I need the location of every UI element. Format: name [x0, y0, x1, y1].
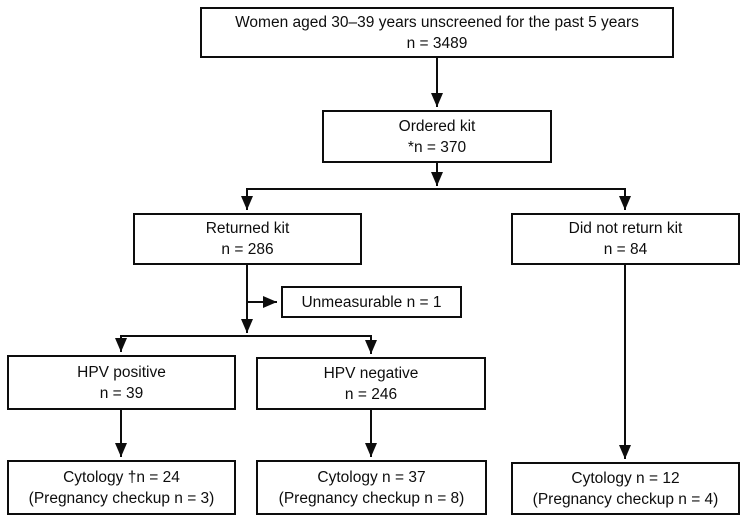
box-line: Returned kit: [205, 220, 290, 237]
box-line: n = 3489: [406, 34, 468, 52]
box-line: (Pregnancy checkup n = 3): [28, 489, 215, 507]
box-line: n = 246: [344, 385, 398, 403]
flow-box-cytology-no-return: Cytology n = 12 (Pregnancy checkup n = 4…: [511, 462, 740, 515]
box-line: Did not return kit: [568, 220, 683, 237]
box-line: Unmeasurable n = 1: [301, 293, 442, 311]
flow-box-returned-kit: Returned kit n = 286: [133, 213, 362, 265]
flow-box-did-not-return-kit: Did not return kit n = 84: [511, 213, 740, 265]
flow-box-ordered-kit: Ordered kit *n = 370: [322, 110, 552, 163]
box-line: n = 84: [603, 241, 648, 258]
box-line: (Pregnancy checkup n = 4): [532, 490, 719, 508]
flow-box-hpv-positive: HPV positive n = 39: [7, 355, 236, 410]
flow-box-cytology-hpv-positive: Cytology †n = 24 (Pregnancy checkup n = …: [7, 460, 236, 515]
box-line: Ordered kit: [398, 117, 476, 135]
flow-box-unmeasurable: Unmeasurable n = 1: [281, 286, 462, 318]
box-line: *n = 370: [407, 138, 467, 156]
box-line: HPV positive: [77, 363, 166, 381]
box-line: (Pregnancy checkup n = 8): [278, 489, 465, 507]
box-line: n = 286: [221, 241, 274, 258]
box-line: Cytology n = 12: [571, 469, 680, 487]
flow-box-cytology-hpv-negative: Cytology n = 37 (Pregnancy checkup n = 8…: [256, 460, 487, 515]
box-line: Cytology †n = 24: [63, 468, 180, 486]
box-line: n = 39: [99, 384, 144, 402]
flow-box-hpv-negative: HPV negative n = 246: [256, 357, 486, 410]
flow-box-population: Women aged 30–39 years unscreened for th…: [200, 7, 674, 58]
box-line: HPV negative: [323, 364, 419, 382]
box-line: Women aged 30–39 years unscreened for th…: [235, 13, 639, 31]
box-line: Cytology n = 37: [317, 468, 426, 486]
